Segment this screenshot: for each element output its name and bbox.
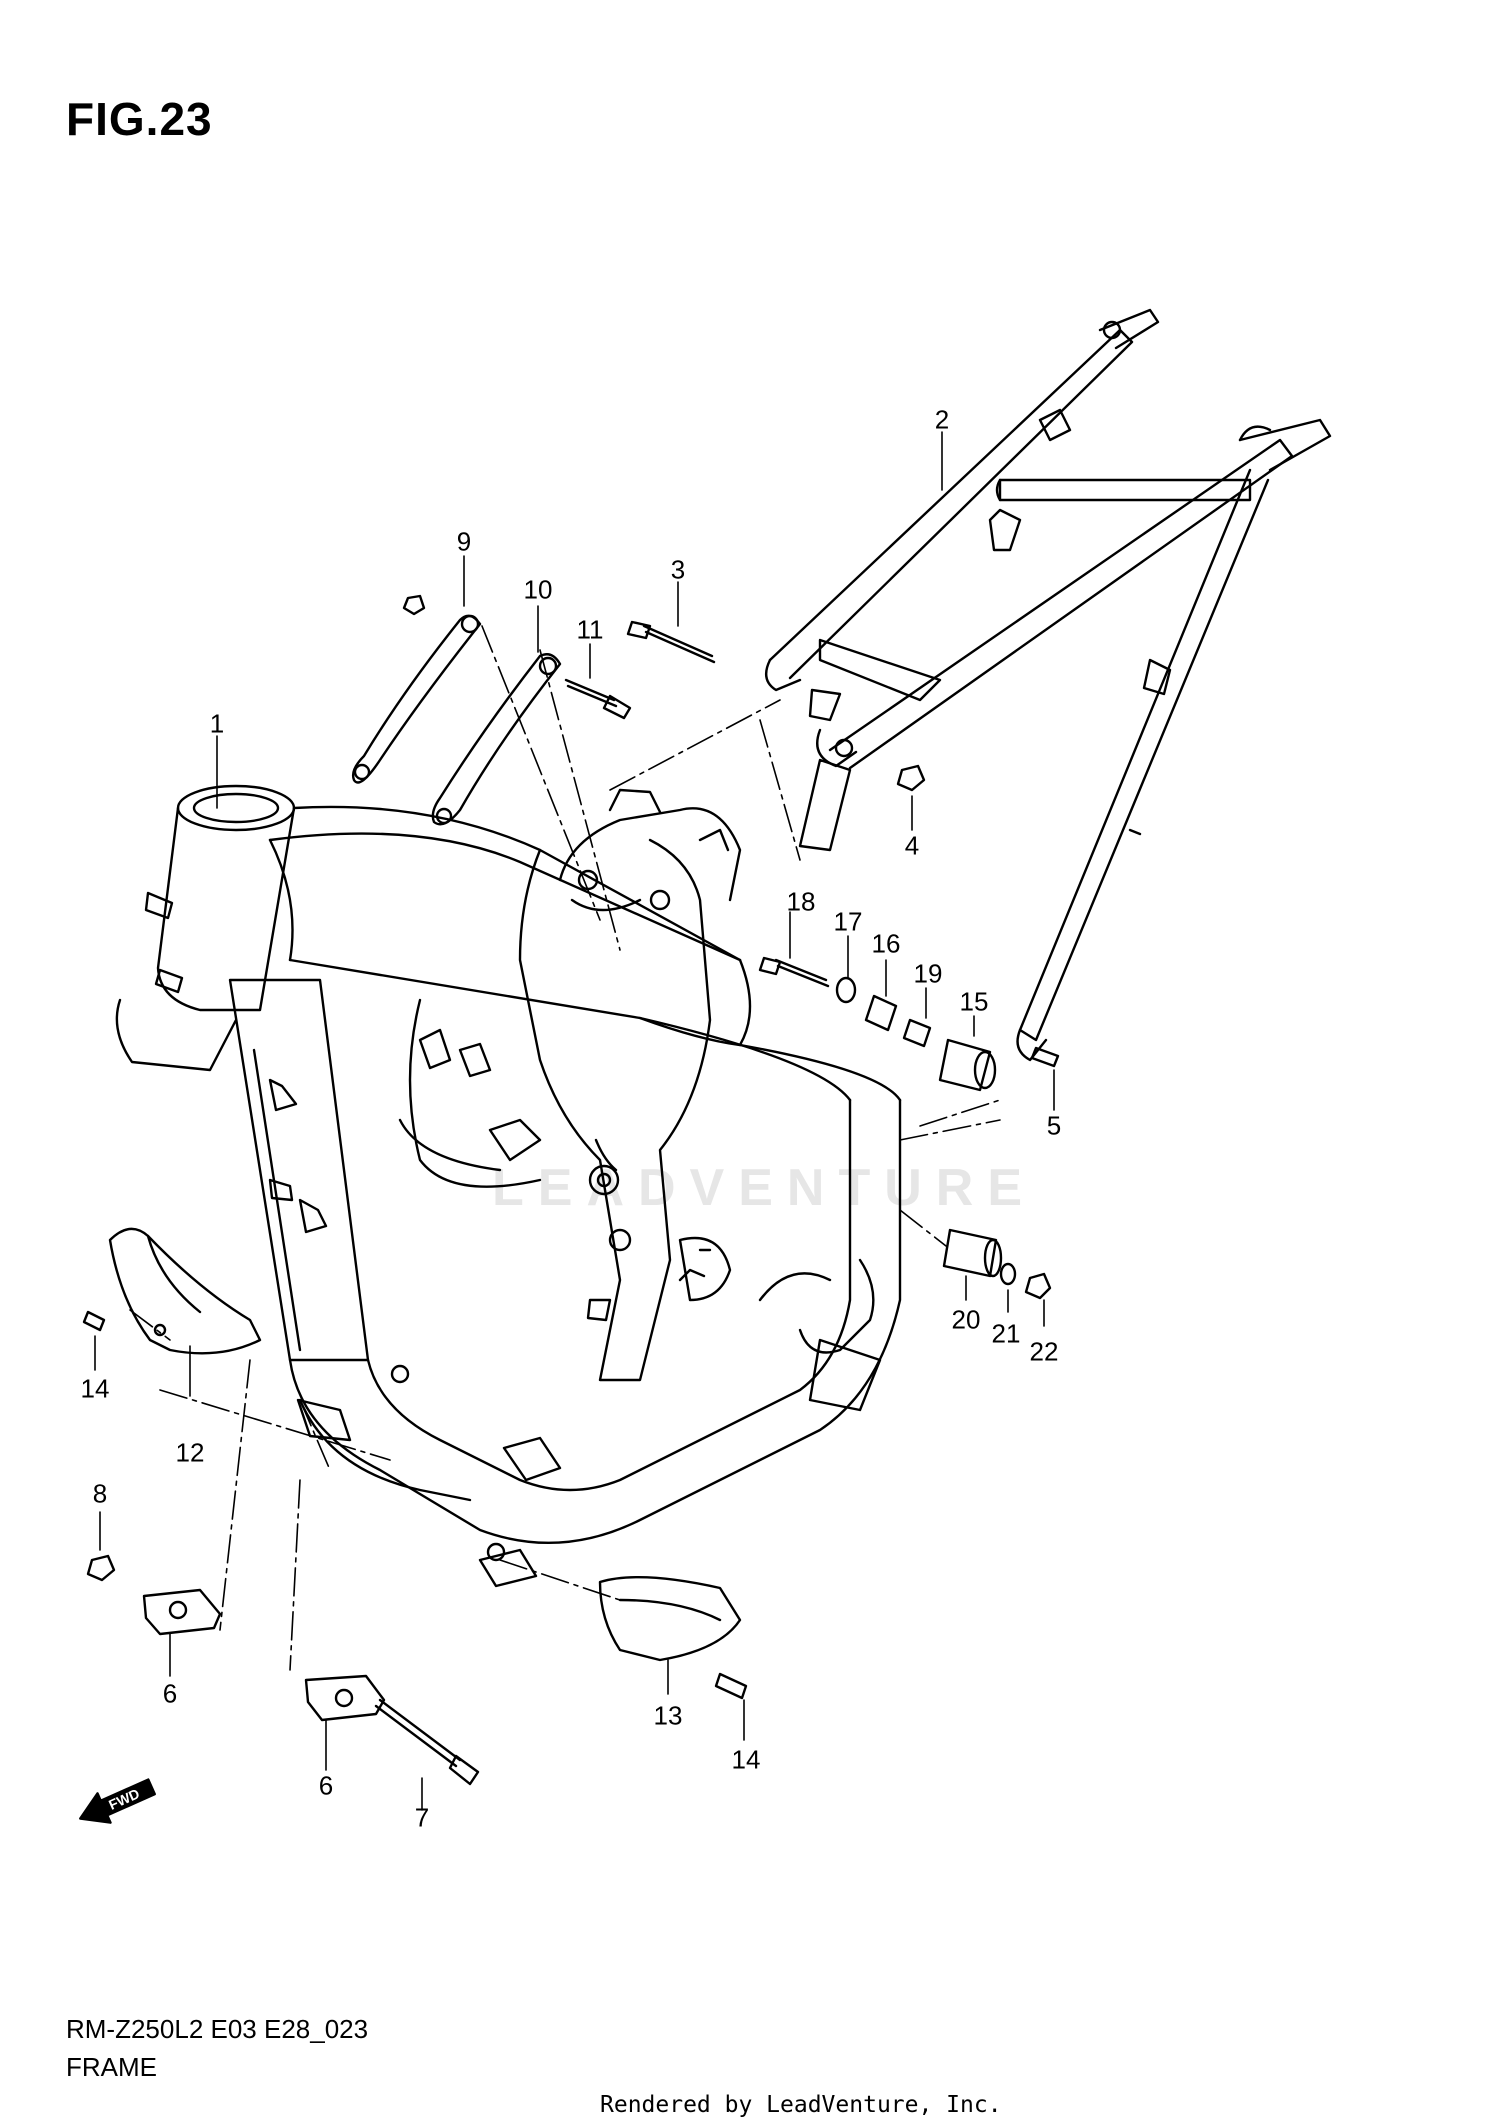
bolt-5: [1030, 1046, 1060, 1068]
callout-10: 10: [523, 574, 553, 605]
bolt-3: [626, 620, 716, 664]
callout-14a: 14: [80, 1373, 110, 1404]
callout-17: 17: [833, 906, 863, 937]
callout-13: 13: [653, 1700, 683, 1731]
callout-7: 7: [414, 1802, 430, 1833]
engine-bracket-6a: [142, 1588, 222, 1636]
spacer-19: [902, 1018, 932, 1048]
bushing-16: [864, 994, 898, 1032]
engine-hanger-9: [351, 594, 482, 784]
callout-19: 19: [913, 958, 943, 989]
washer-17: [835, 976, 857, 1004]
callout-6b: 6: [318, 1770, 334, 1801]
callout-22: 22: [1029, 1336, 1059, 1367]
callout-6a: 6: [162, 1678, 178, 1709]
callout-15: 15: [959, 986, 989, 1017]
bushing-20: [942, 1228, 1003, 1278]
figure-title: FIG.23: [66, 93, 213, 145]
bolt-11: [564, 678, 632, 720]
bolt-14a: [82, 1310, 106, 1332]
nut-8: [86, 1554, 116, 1582]
skid-plate-13: [598, 1576, 742, 1662]
forward-direction-arrow: FWD: [79, 1778, 156, 1824]
main-frame-part: [115, 784, 902, 1588]
callout-8: 8: [92, 1478, 108, 1509]
bolt-7: [374, 1698, 480, 1786]
callout-2: 2: [934, 404, 950, 435]
callout-3: 3: [670, 554, 686, 585]
rear-subframe-part: [764, 308, 1332, 1062]
callout-14b: 14: [731, 1744, 761, 1775]
section-name: FRAME: [66, 2052, 157, 2082]
callout-16: 16: [871, 928, 901, 959]
bolt-18: [758, 956, 830, 988]
callout-4: 4: [904, 830, 920, 861]
bolt-14b: [714, 1672, 748, 1700]
nut-22: [1024, 1272, 1052, 1300]
washer-21: [999, 1262, 1017, 1286]
callout-18: 18: [786, 886, 816, 917]
nut-4: [896, 764, 926, 792]
engine-hanger-10: [431, 653, 562, 826]
callout-21: 21: [991, 1318, 1021, 1349]
callout-12: 12: [175, 1437, 205, 1468]
bushing-15: [938, 1038, 997, 1092]
callout-20: 20: [951, 1304, 981, 1335]
engine-bracket-6b: [304, 1674, 386, 1722]
model-code: RM-Z250L2 E03 E28_023: [66, 2014, 369, 2044]
callout-11: 11: [576, 614, 604, 645]
callout-1: 1: [209, 708, 225, 739]
watermark-text: LEADVENTURE: [492, 1159, 1037, 1217]
leader-lines: [94, 431, 1055, 1811]
skid-plate-12: [108, 1227, 262, 1355]
rendered-by-credit: Rendered by LeadVenture, Inc.: [600, 2092, 1002, 2118]
callout-9: 9: [456, 526, 472, 557]
callout-5: 5: [1046, 1110, 1062, 1141]
